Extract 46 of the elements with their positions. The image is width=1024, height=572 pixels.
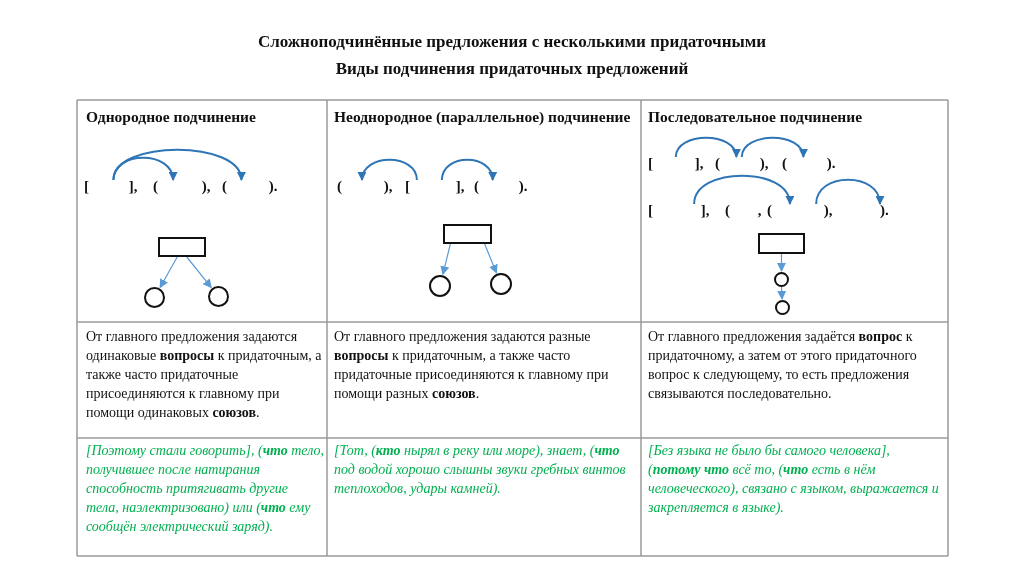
clause-box [158,237,206,257]
clause-bracket: ( , [725,200,762,220]
clause-bracket: [ ], [648,200,710,220]
description-text: От главного предложения задаются разные вопросы к придаточным, а также часто придаточные присоединяются к главному при помощи разных союзов. [334,328,610,403]
arrow [674,136,740,158]
subtitle: Виды подчинения придаточных предложений [334,59,690,79]
arrow [693,174,793,205]
clause-circle [490,273,512,295]
arrow [440,158,496,181]
clause-bracket: ( ), [715,153,769,173]
clause-bracket: [ ], [648,153,704,173]
description-text: От главного предложения задаётся вопрос к придаточному, а затем от этого придаточного вопрос к следующему, то есть предложения связываются последовательно. [648,328,918,403]
arrow [484,243,498,274]
clause-circle [144,287,165,308]
arrow [186,256,212,289]
clause-bracket: ( ). [474,176,528,196]
arrow [777,286,787,300]
column-header: Неоднородное (параллельное) подчинение [334,107,632,127]
clause-circle [429,275,451,297]
arrow [159,256,178,289]
clause-circle [208,286,229,307]
clause-box [758,233,805,254]
arrow [815,178,884,205]
clause-bracket: ( ). [782,153,836,173]
example-sentence: [Без языка не было бы самого человека], (потому что всё то, (что есть в нём человеческого), связано с языком, выражается и закрепляется в языке). [648,442,940,517]
arrow [440,243,451,276]
title: Сложноподчинённые предложения с несколькими придаточными [256,32,768,52]
arrow [777,253,786,272]
clause-bracket: ). [880,200,889,220]
clause-circle [775,300,790,315]
arrow [112,148,244,181]
clause-bracket: [ ], [84,176,138,196]
column-header: Последовательное подчинение [648,107,864,127]
clause-bracket: ( ), [153,176,211,196]
clause-box [443,224,492,244]
example-sentence: [Поэтому стали говорить], (что тело, получившее после натирания способность притягивать другие тела, наэлектризовано) или (что ему сообщён электрический заряд). [86,442,324,536]
clause-bracket: [ ], [405,176,465,196]
clause-bracket: ( ). [222,176,278,196]
example-sentence: [Тот, (кто нырял в реку или море), знает, (что под водой хорошо слышны звуки гребных винтов теплоходов, удары камней). [334,442,627,498]
column-header: Однородное подчинение [86,107,257,127]
arrow [358,158,418,181]
arrow [740,136,807,158]
clause-circle [774,272,789,287]
description-text: От главного предложения задаются одинаковые вопросы к придаточным, а также часто придаточные присоединяются к главному при помощи одинаковых союзов. [86,328,323,422]
clause-bracket: ( ), [767,200,833,220]
clause-bracket: ( ), [337,176,393,196]
